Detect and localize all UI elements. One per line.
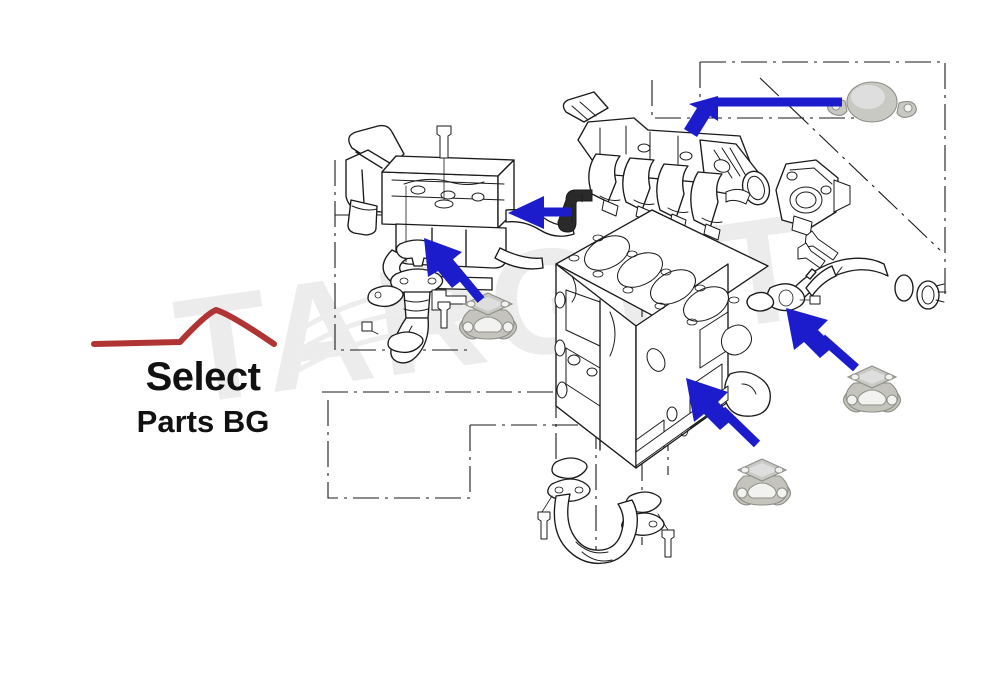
pipe-bolt [661, 529, 675, 558]
egr-cooler-assembly [345, 124, 575, 291]
plate-diamond-right [842, 365, 902, 413]
logo-line-1: Select [145, 355, 261, 399]
arrow-to-cooler-inlet [508, 196, 572, 229]
cooler-bolt [436, 125, 452, 159]
logo-line-2: Parts BG [136, 404, 270, 439]
gasket [551, 457, 588, 480]
arrow-to-manifold [684, 96, 842, 137]
arrow-to-block-lower [686, 378, 761, 448]
plate-diamond-bottom [732, 458, 792, 506]
intake-manifold [562, 91, 759, 241]
arrow-to-cooler-pipe [424, 238, 485, 303]
pipe-bolt [537, 511, 551, 540]
pipe-nut [361, 321, 373, 332]
egr-pipe-right [746, 242, 947, 312]
brand-logo: Select Parts BG [88, 300, 318, 439]
arrow-to-block-right [786, 308, 859, 372]
plate-diamond-left [458, 292, 518, 340]
egr-valve-assembly [741, 159, 851, 261]
engine-block [554, 209, 771, 469]
pipe-bolt [797, 242, 826, 269]
pipe-bolt [437, 301, 451, 329]
egr-pipe-bottom [537, 457, 675, 565]
pipe-bolt [809, 295, 821, 305]
logo-arc-icon [91, 307, 277, 347]
rear-detail [725, 188, 751, 205]
